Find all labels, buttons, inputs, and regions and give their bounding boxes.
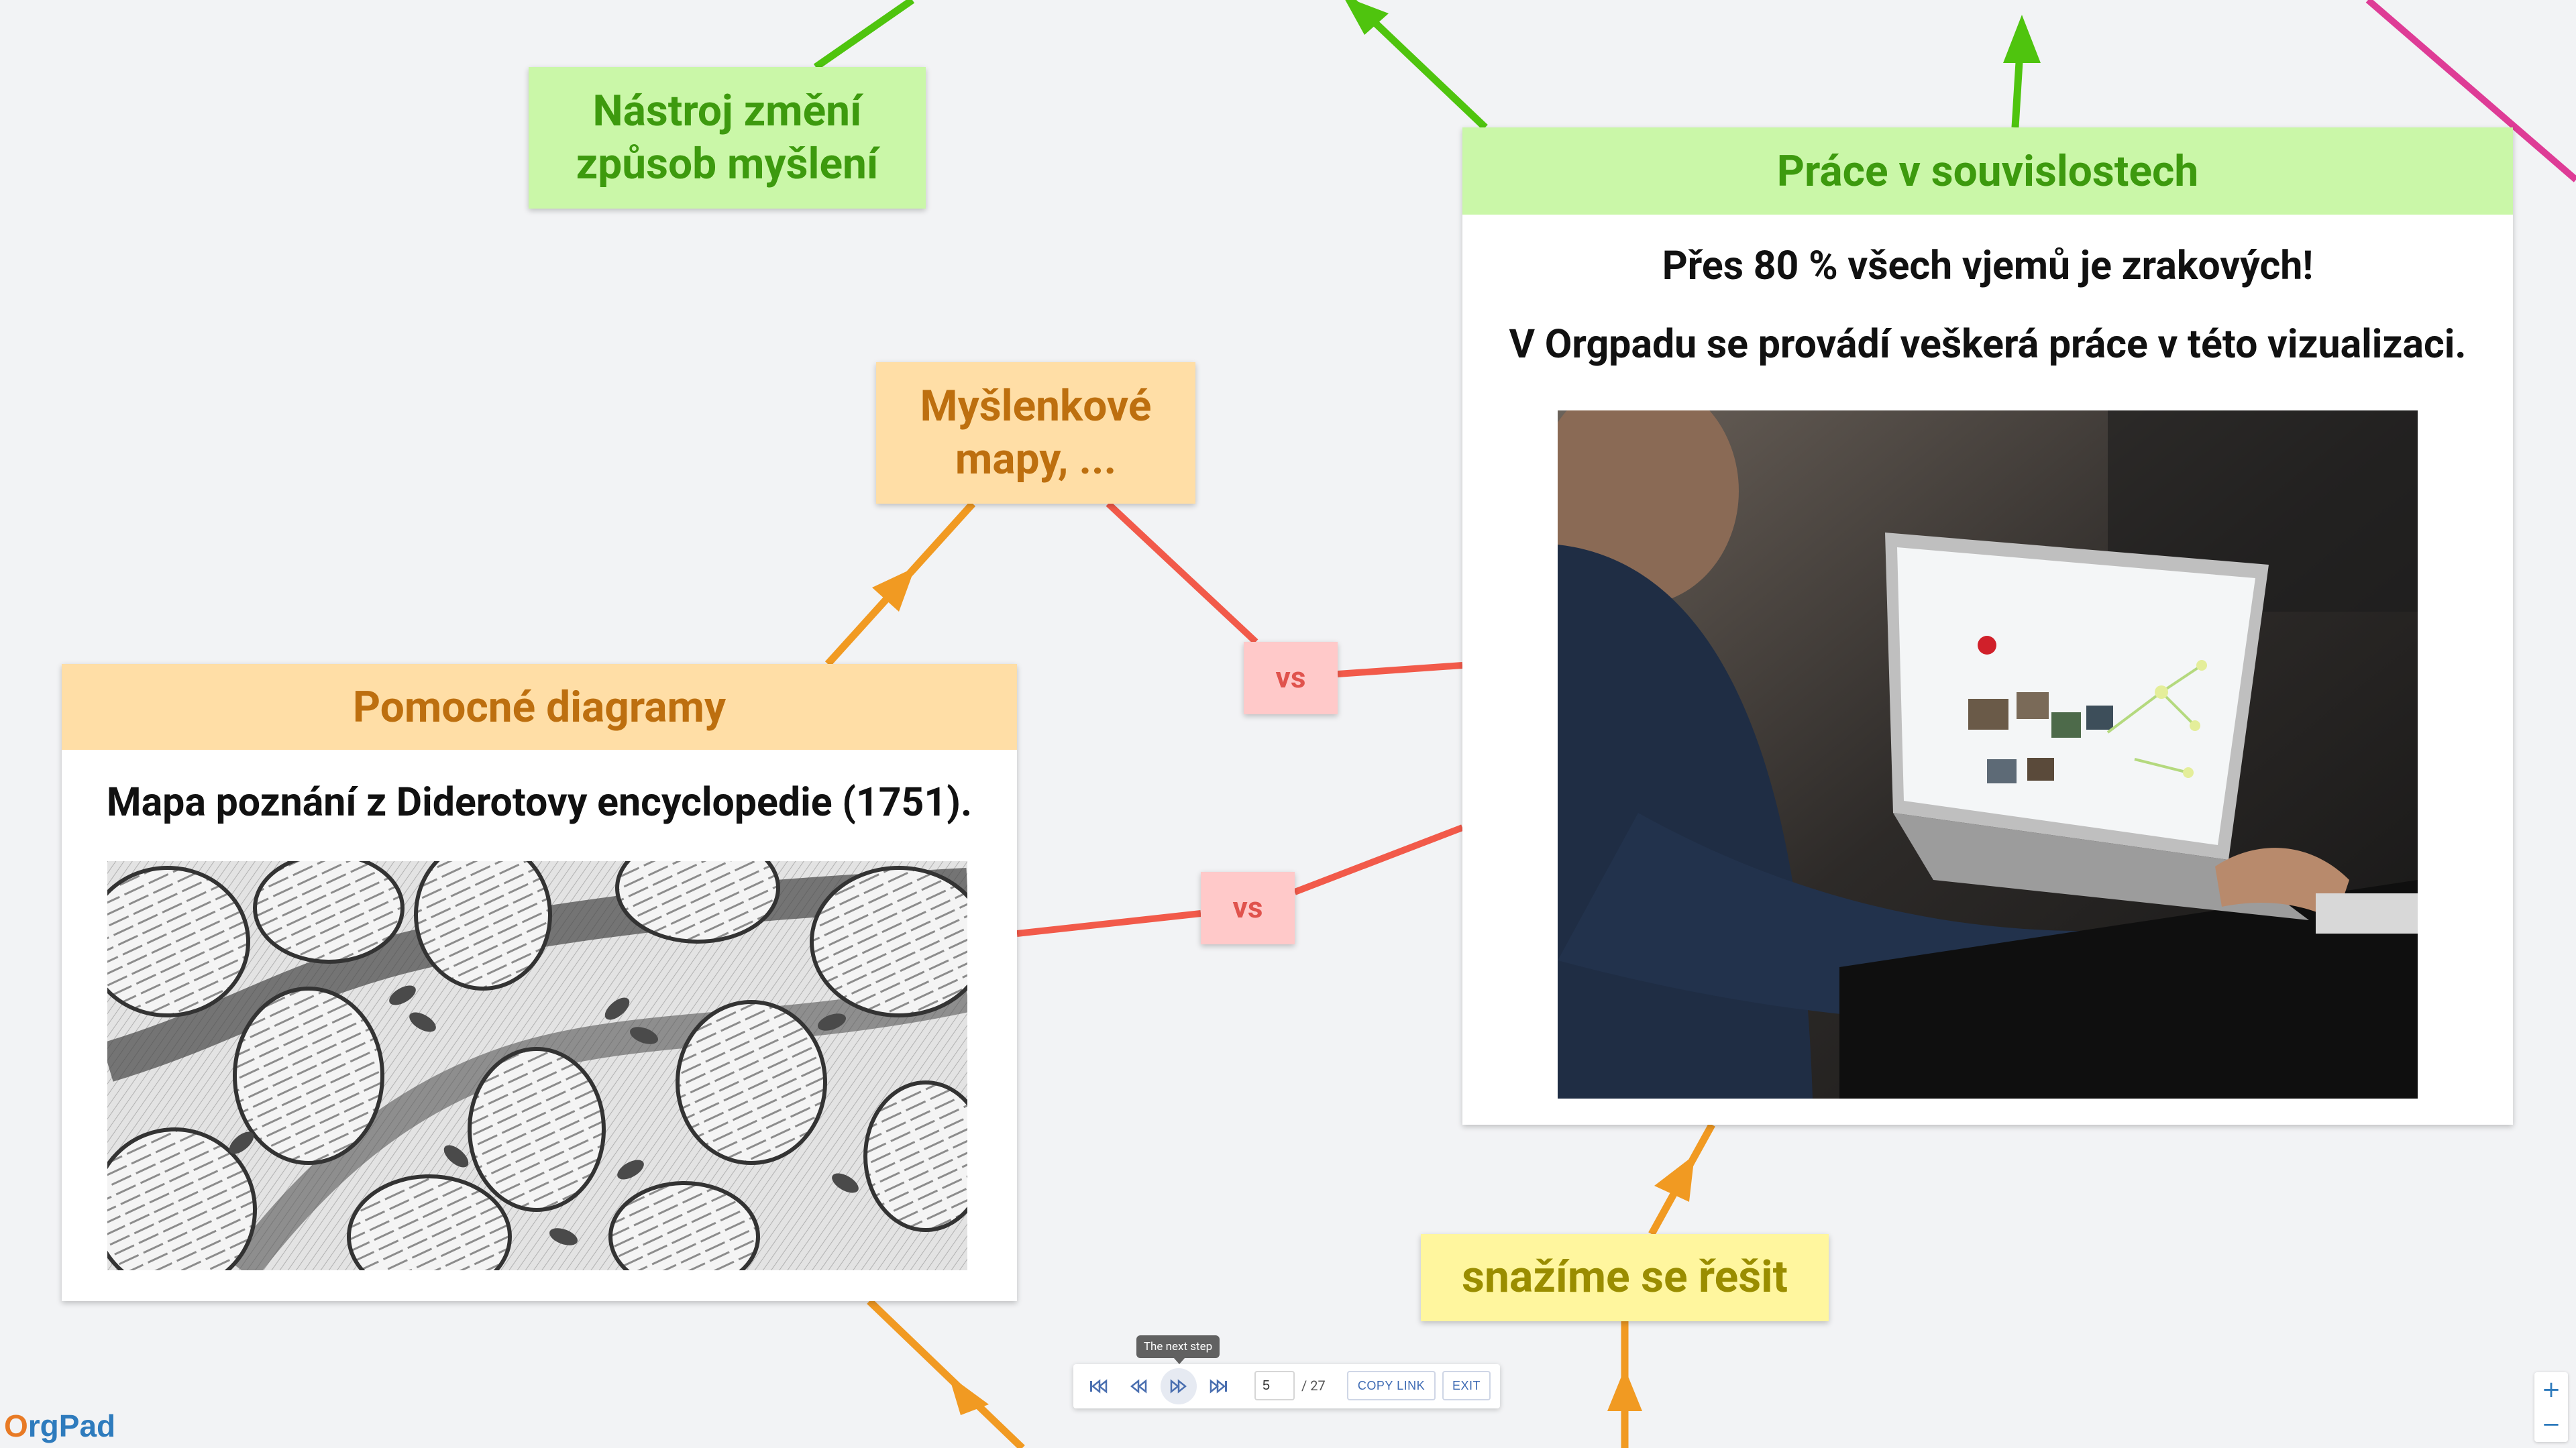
laptop-photo-illustration — [1558, 410, 2418, 1099]
previous-step-button[interactable] — [1120, 1368, 1157, 1404]
cell-vs-text: vs — [1232, 890, 1263, 926]
link-pink-right[interactable] — [2365, 0, 2576, 182]
next-step-button[interactable] — [1161, 1368, 1197, 1404]
link-vs2-prace[interactable] — [1293, 824, 1464, 895]
link-nastroj-up[interactable] — [813, 0, 915, 70]
link-arrowhead — [872, 567, 915, 612]
logo-letter-o: O — [4, 1408, 28, 1443]
cell-snazime-se-resit[interactable]: snažíme se řešit — [1421, 1234, 1829, 1321]
cell-myslenkove-mapy[interactable]: Myšlenkové mapy, ... — [876, 362, 1195, 504]
link-arrowhead — [2003, 15, 2041, 63]
logo-text: rgPad — [28, 1408, 116, 1443]
cell-vs-text: vs — [1275, 660, 1306, 695]
cell-nastroj[interactable]: Nástroj změní způsob myšlení — [529, 67, 926, 209]
skip-last-icon — [1210, 1379, 1227, 1394]
link-vs1-prace[interactable] — [1337, 662, 1463, 677]
cell-body-text: Mapa poznání z Diderotovy encyclopedie (… — [106, 779, 973, 826]
link-pomocne-vs2[interactable] — [1016, 910, 1201, 937]
zoom-controls: + − — [2534, 1372, 2568, 1442]
total-steps-label: / 27 — [1301, 1378, 1326, 1394]
engraving-illustration — [107, 861, 967, 1270]
zoom-out-button[interactable]: − — [2541, 1411, 2561, 1438]
step-next-icon — [1170, 1379, 1187, 1394]
link-arrowhead — [949, 1375, 989, 1415]
step-back-icon — [1130, 1379, 1147, 1394]
cell-vs-lower[interactable]: vs — [1201, 872, 1295, 944]
cell-nastroj-text: Nástroj změní způsob myšlení — [576, 86, 879, 189]
presentation-toolbar: / 27 COPY LINK EXIT — [1073, 1364, 1500, 1408]
link-myslenkove-vs1[interactable] — [1106, 501, 1258, 645]
cell-prace-v-souvislostech[interactable]: Práce v souvislostech Přes 80 % všech vj… — [1462, 127, 2513, 1125]
cell-body-text-line2: V Orgpadu se provádí veškerá práce v tét… — [1509, 321, 2467, 368]
person-working-on-laptop-image — [1558, 410, 2418, 1099]
copy-link-button[interactable]: COPY LINK — [1347, 1371, 1436, 1400]
link-arrowhead — [1345, 0, 1389, 35]
diderot-knowledge-map-image — [107, 861, 967, 1270]
exit-presentation-button[interactable]: EXIT — [1442, 1371, 1491, 1400]
link-pomocne-down[interactable] — [867, 1298, 1025, 1448]
skip-first-icon — [1090, 1379, 1108, 1394]
cell-title: Práce v souvislostech — [1462, 127, 2513, 215]
link-arrowhead — [1654, 1155, 1695, 1202]
last-step-button[interactable] — [1201, 1368, 1237, 1404]
zoom-in-button[interactable]: + — [2541, 1376, 2561, 1403]
cell-snazime-text: snažíme se řešit — [1462, 1251, 1788, 1303]
tooltip-arrow — [1174, 1358, 1185, 1364]
cell-myslenkove-text: Myšlenkové mapy, ... — [920, 381, 1152, 484]
cell-vs-upper[interactable]: vs — [1244, 642, 1338, 714]
cell-title: Pomocné diagramy — [62, 664, 1017, 750]
cell-pomocne-diagramy[interactable]: Pomocné diagramy Mapa poznání z Dideroto… — [62, 664, 1017, 1301]
link-arrowhead — [1607, 1368, 1642, 1411]
cell-body-text-line1: Přes 80 % všech vjemů je zrakových! — [1662, 243, 2314, 289]
next-step-tooltip: The next step — [1136, 1335, 1220, 1358]
first-step-button[interactable] — [1080, 1368, 1116, 1404]
current-step-input[interactable] — [1254, 1371, 1295, 1400]
